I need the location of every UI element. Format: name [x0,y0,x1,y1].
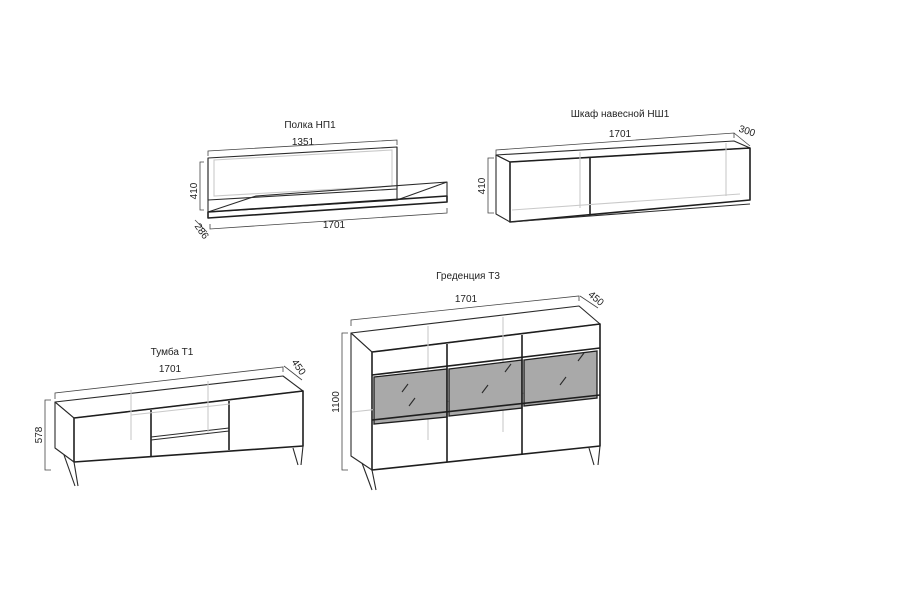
wall-cabinet-side [495,154,511,223]
credenza-glass-mark [481,384,489,394]
tv-stand-leg-right [292,447,299,466]
credenza-glass-mark [577,352,585,362]
credenza-depth-dim-line [579,295,599,309]
tv-stand-leg-right-back [300,445,304,466]
wall-cabinet-depth-dim-line [733,132,751,147]
tv-stand-open-shelf [150,427,230,441]
tv-stand-t1-drawing: Тумба Т1 1701 450 578 [34,346,308,487]
credenza-leg-left-front [361,462,373,491]
wall-cabinet-bottom-edge [509,203,751,223]
shelf-np1-depth-dim-line [194,219,208,233]
wall-cabinet-width-dim-line [495,132,735,155]
credenza-glass-mark [408,397,416,407]
tv-stand-inner-shelf [130,403,231,416]
tv-stand-leg-left [73,461,79,487]
wall-cabinet-front [509,147,751,223]
shelf-np1-width-dim-line [207,139,398,156]
shelf-np1-depth-label: 286 [192,222,211,242]
tv-stand-height-dim-line [44,399,51,471]
wall-cabinet-nsh1-drawing: Шкаф навесной НШ1 1701 300 410 [477,108,757,223]
credenza-height-dim-line [341,332,348,471]
credenza-glass-mark [401,383,409,393]
wall-cabinet-width-label: 1701 [609,129,632,140]
wall-cabinet-inner-shelf [511,193,741,211]
shelf-np1-width-label: 1351 [292,137,315,148]
shelf-np1-height-dim-line [199,161,204,211]
credenza-width-dim-line [350,295,580,326]
credenza-leg-left [371,469,377,491]
tv-stand-width-dim-line [54,366,284,399]
credenza-leg-right-back [597,445,601,466]
credenza-glass-row-top-edge [371,347,601,376]
credenza-glass-mark [559,376,567,386]
wall-cabinet-depth-label: 300 [737,124,757,140]
wall-cabinet-top [495,140,751,163]
credenza-width-label: 1701 [455,294,478,305]
tv-stand-top [54,375,304,419]
tv-stand-depth-label: 450 [289,358,308,378]
shelf-np1-front-edge [207,195,448,219]
credenza-depth-label: 450 [586,290,606,309]
credenza-height-label: 1100 [331,391,342,413]
tv-stand-width-label: 1701 [159,364,182,375]
tv-stand-height-label: 578 [34,426,45,443]
tv-stand-depth-dim-line [283,365,303,381]
shelf-np1-bottom-width-label: 1701 [323,220,346,231]
wall-cabinet-height-dim-line [487,157,494,214]
shelf-np1-bottom-dim-line [209,208,448,230]
tv-stand-title: Тумба Т1 [151,346,194,358]
shelf-np1-top-board [207,181,448,213]
credenza-glass-mark [504,363,512,373]
shelf-np1-drawing: Полка НП1 1351 410 1701 286 [189,120,448,242]
credenza-t3-drawing: Греденция Т3 1701 450 1100 [331,271,606,491]
tv-stand-front [73,390,304,463]
credenza-glass-row-bottom-edge [371,394,601,421]
shelf-np1-title: Полка НП1 [284,120,336,131]
shelf-np1-height-label: 410 [189,182,200,199]
credenza-side [350,332,373,471]
credenza-glass-door-3 [523,350,598,407]
wall-cabinet-height-label: 410 [477,177,488,194]
tv-stand-leg-left-front [63,454,76,487]
credenza-leg-right [588,447,595,466]
shelf-np1-back-inner [213,149,393,197]
wall-cabinet-title: Шкаф навесной НШ1 [571,108,670,120]
credenza-title: Греденция Т3 [436,271,500,282]
tv-stand-side [54,401,75,463]
